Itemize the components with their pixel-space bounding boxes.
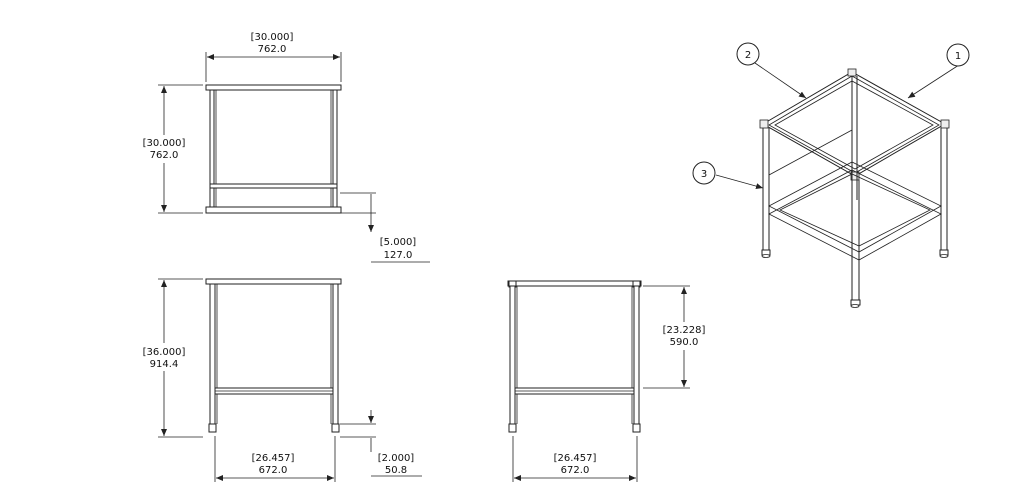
foot-inch: [2.000]	[378, 453, 415, 464]
shelf-mm: 127.0	[384, 250, 413, 261]
shelf-rail	[209, 183, 338, 189]
width-inch: [30.000]	[251, 32, 294, 43]
side-right-post	[633, 285, 640, 425]
side-foot-right	[632, 423, 641, 433]
balloon-2-label: 2	[745, 50, 751, 61]
width-mm: 762.0	[258, 44, 287, 55]
front-top-rail	[205, 278, 342, 285]
side-height-mm: 590.0	[670, 337, 699, 348]
front-foot-left	[208, 423, 217, 433]
top-view: [30.000] 762.0 [30.000] 762.0 [5.000] 12…	[140, 32, 430, 263]
depth-mm: 762.0	[150, 150, 179, 161]
front-view: [36.000] 914.4 [26.457] 672.0 [2.000] 50…	[140, 278, 422, 482]
front-left-post	[209, 283, 216, 425]
side-width-mm: 672.0	[561, 465, 590, 476]
left-post	[209, 89, 215, 209]
shelf-inch: [5.000]	[380, 237, 417, 248]
height-inch: [36.000]	[143, 347, 186, 358]
side-foot-left	[508, 423, 517, 433]
right-post	[332, 89, 338, 209]
front-foot-right	[331, 423, 340, 433]
isometric-view: 1 2 3	[692, 42, 970, 308]
side-view: [23.228] 590.0 [26.457] 672.0	[507, 280, 708, 482]
balloon-1	[946, 43, 970, 67]
side-height-inch: [23.228]	[663, 325, 706, 336]
front-width-inch: [26.457]	[252, 453, 295, 464]
depth-inch: [30.000]	[143, 138, 186, 149]
side-top-rail	[507, 280, 642, 287]
side-left-post	[509, 285, 516, 425]
balloon-3-label: 3	[701, 169, 707, 180]
balloon-2	[736, 42, 760, 66]
height-mm: 914.4	[150, 359, 179, 370]
balloon-3	[692, 161, 716, 185]
top-rail	[205, 84, 342, 91]
balloon-1-label: 1	[955, 51, 961, 62]
front-right-post	[332, 283, 339, 425]
bottom-rail	[205, 206, 342, 214]
foot-mm: 50.8	[385, 465, 407, 476]
side-width-inch: [26.457]	[554, 453, 597, 464]
front-width-mm: 672.0	[259, 465, 288, 476]
